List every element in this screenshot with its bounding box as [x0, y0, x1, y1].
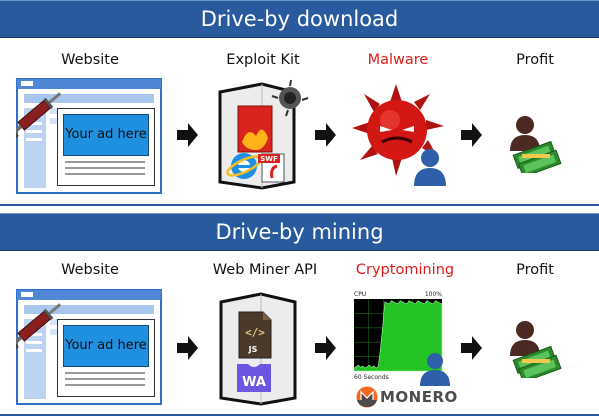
swf-label: SWF	[260, 155, 278, 163]
cpu-max-label: 100%	[425, 291, 442, 298]
web-miner-server-icon: </> JS WA	[219, 292, 297, 406]
internet-explorer-icon	[226, 153, 262, 179]
javascript-file-icon: </> JS	[238, 311, 272, 359]
arrow-right-icon	[177, 123, 198, 147]
section-title-download: Drive-by download	[200, 7, 399, 31]
malware-virus-icon	[352, 84, 446, 186]
profit-money-icon	[510, 116, 562, 173]
time-label: 60 Seconds	[354, 374, 389, 381]
step-label-website: Website	[61, 52, 119, 68]
arrow-right-icon	[461, 336, 482, 360]
syringe-icon	[16, 303, 62, 350]
code-label: </>	[245, 326, 265, 339]
ad-banner: Your ad here	[63, 325, 149, 367]
step-label-malware: Malware	[367, 52, 429, 68]
wa-label: WA	[242, 375, 266, 390]
js-label: JS	[248, 345, 258, 354]
ad-banner: Your ad here	[63, 114, 149, 156]
webassembly-icon: WA	[237, 364, 271, 392]
syringe-icon	[16, 92, 62, 139]
user-avatar-icon	[414, 149, 446, 186]
section-banner-download: Drive-by download	[0, 0, 599, 38]
step-label-profit: Profit	[516, 52, 554, 68]
arrow-right-icon	[315, 123, 336, 147]
arrow-right-icon	[461, 123, 482, 147]
arrow-right-icon	[315, 336, 336, 360]
section-divider	[0, 414, 599, 416]
ad-popup: Your ad here	[57, 319, 155, 397]
monero-wordmark: MONERO	[380, 388, 458, 406]
step-label-cryptomining: Cryptomining	[355, 262, 455, 278]
exploit-kit-server-icon: SWF	[218, 79, 309, 190]
section-title-mining: Drive-by mining	[215, 220, 384, 244]
step-label-profit: Profit	[516, 262, 554, 278]
step-label-exploit-kit: Exploit Kit	[226, 52, 300, 68]
section-divider	[0, 204, 599, 206]
user-avatar-icon	[420, 353, 450, 386]
ad-popup: Your ad here	[57, 108, 155, 186]
step-label-website: Website	[61, 262, 119, 278]
cpu-usage-monitor-icon: CPU 100% 60 Seconds	[353, 291, 443, 381]
arrow-right-icon	[177, 336, 198, 360]
bullet-hole-icon	[271, 79, 309, 117]
cpu-label: CPU	[354, 291, 366, 298]
step-label-web-miner-api: Web Miner API	[212, 262, 318, 278]
flash-swf-icon: SWF	[258, 153, 285, 183]
section-banner-mining: Drive-by mining	[0, 213, 599, 251]
monero-logo-icon	[356, 386, 378, 408]
profit-money-icon	[510, 321, 562, 378]
